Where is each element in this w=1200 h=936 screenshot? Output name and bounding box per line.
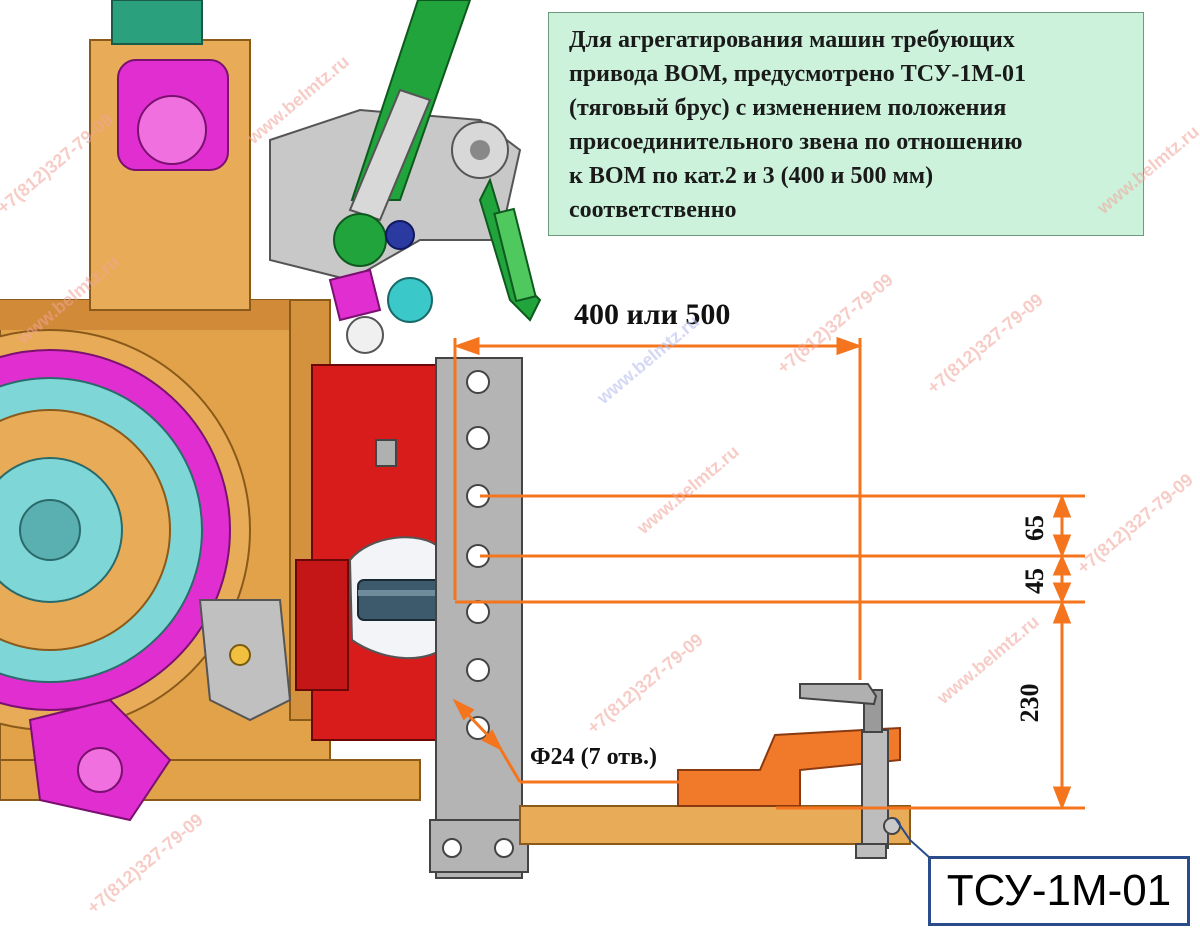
- note-line: (тяговый брус) с изменением положения: [569, 95, 1007, 121]
- note-line: к ВОМ по кат.2 и 3 (400 и 500 мм): [569, 163, 934, 189]
- part-label-box: ТСУ-1М-01: [928, 856, 1190, 926]
- height-dimension-label: 230: [1015, 683, 1044, 723]
- note-line: присоединительного звена по отношению: [569, 129, 1023, 155]
- side-plate: [198, 599, 292, 722]
- hydraulic-arm: [328, 0, 472, 354]
- label-leader-line: [894, 817, 931, 859]
- hole-plate: [429, 357, 529, 879]
- drawbar: [519, 683, 911, 859]
- horizontal-dimension-label: 400 или 500: [574, 298, 731, 331]
- note-line: соответственно: [569, 197, 737, 223]
- note-line: Для агрегатирования машин требующих: [569, 27, 1015, 53]
- red-bracket: [295, 364, 455, 741]
- middle-dimension-label: 45: [1020, 568, 1049, 594]
- hole-diameter-label: Ф24 (7 отв.): [530, 744, 658, 770]
- info-note-box: Для агрегатирования машин требующих прив…: [548, 12, 1144, 236]
- note-line: привода ВОМ, предусмотрено ТСУ-1М-01: [569, 61, 1027, 87]
- dimension-lines: [452, 336, 1085, 811]
- pto-flange: [0, 329, 251, 731]
- hole-spacing-dimension-label: 65: [1020, 515, 1049, 541]
- lower-lever: [28, 698, 172, 822]
